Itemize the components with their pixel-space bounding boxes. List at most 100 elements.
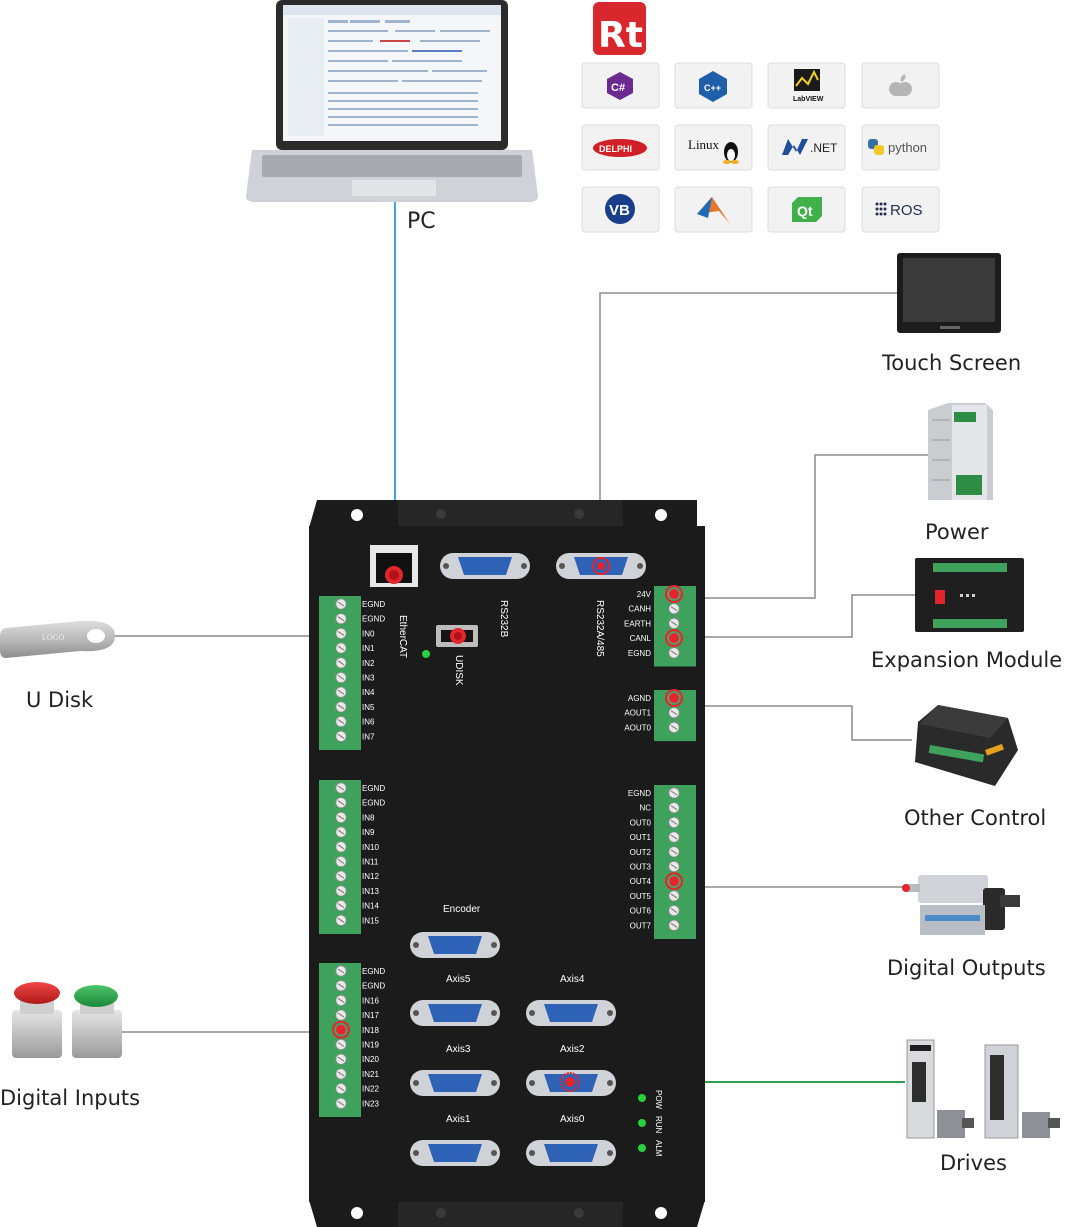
axis3-port [410, 1070, 500, 1096]
tile-vb: VB [581, 186, 660, 233]
terminal-screw-slot [670, 724, 678, 730]
terminal-screw-slot [337, 616, 345, 622]
terminal-screw-slot [337, 888, 345, 894]
terminal-screw-slot [670, 790, 678, 796]
connection-marker [665, 689, 683, 707]
terminal-screw-slot [670, 922, 678, 928]
terminal-screw-slot [670, 819, 678, 825]
terminal-label: IN22 [362, 1085, 379, 1094]
axis0-label: Axis0 [560, 1114, 585, 1125]
apple-icon [889, 74, 912, 96]
terminal-screw-slot [337, 645, 345, 651]
terminal-screw-slot [670, 805, 678, 811]
tile-labview: LabVIEW [767, 62, 846, 109]
wire-expansion [676, 594, 915, 638]
terminal-screw-slot [337, 800, 345, 806]
tile-python: python [861, 124, 940, 171]
terminal-label: EARTH [624, 619, 651, 628]
terminal-screw-slot [337, 660, 345, 666]
tile-dotnet-label: .NET [810, 141, 838, 155]
encoder-port [410, 932, 500, 958]
matlab-icon [697, 197, 730, 224]
tile-labview-label: LabVIEW [793, 96, 824, 103]
other-control-device [915, 705, 1018, 786]
terminal-screw-slot [670, 908, 678, 914]
terminal-screw-slot [337, 917, 345, 923]
terminal-screw-slot [337, 601, 345, 607]
controller: EtherCAT RS232B RS232A/485 UDISK EGNDEGN… [309, 500, 705, 1227]
other-control-label: Other Control [904, 806, 1046, 830]
drives-device [906, 1039, 1060, 1139]
terminal-label: IN12 [362, 872, 379, 881]
run-led [638, 1119, 646, 1127]
tile-qt: Qt [767, 186, 846, 233]
terminal-label: IN10 [362, 843, 379, 852]
usb-logo-engraving: LOGO [42, 633, 64, 642]
touch-screen-device [897, 253, 1001, 333]
tile-qt-label: Qt [797, 203, 813, 219]
run-label: RUN [654, 1116, 663, 1134]
terminal-label: IN11 [362, 858, 379, 867]
tile-vb-label: VB [609, 202, 630, 219]
terminal-label: IN14 [362, 902, 379, 911]
connection-marker-dot [669, 693, 679, 703]
terminal-label: EGND [362, 600, 385, 609]
terminal-label: OUT3 [630, 863, 652, 872]
axis0-port [526, 1140, 616, 1166]
axis4-label: Axis4 [560, 974, 585, 985]
connection-marker [560, 1072, 580, 1092]
terminal-label: AOUT0 [624, 723, 651, 732]
terminal-screw-slot [337, 829, 345, 835]
terminal-label: EGND [628, 649, 651, 658]
tile-cpp: C++ [674, 62, 753, 109]
terminal-screw-slot [337, 983, 345, 989]
terminal-label: IN23 [362, 1099, 379, 1108]
encoder-label: Encoder [443, 904, 481, 915]
terminal-label: OUT4 [630, 877, 652, 886]
alm-label: ALM [654, 1140, 663, 1157]
rt-logo-text: Rt [598, 15, 643, 56]
terminal-label: IN18 [362, 1026, 379, 1035]
terminal-label: IN20 [362, 1055, 379, 1064]
connection-marker [332, 1020, 350, 1039]
terminal-label: AGND [628, 694, 651, 703]
terminal-label: IN19 [362, 1041, 379, 1050]
wire-other-control [676, 705, 912, 741]
wire-power [676, 454, 930, 599]
python-icon [868, 139, 884, 155]
terminal-screw-slot [670, 650, 678, 656]
terminal-screw-slot [337, 704, 345, 710]
terminal-screw-slot [670, 893, 678, 899]
terminal-label: IN17 [362, 1011, 379, 1020]
terminal-label: EGND [362, 799, 385, 808]
axis2-label: Axis2 [560, 1044, 585, 1055]
terminal-label: EGND [628, 789, 651, 798]
tile-delphi: DELPHI [581, 124, 660, 171]
terminal-label: OUT1 [630, 833, 652, 842]
terminal-label: IN1 [362, 644, 375, 653]
terminal-label: IN3 [362, 674, 375, 683]
terminal-label: EGND [362, 982, 385, 991]
pow-led [638, 1094, 646, 1102]
terminal-label: IN16 [362, 996, 379, 1005]
terminal-label: IN4 [362, 688, 375, 697]
tile-matlab [674, 186, 753, 233]
status-leds: POW RUN ALM [638, 1090, 663, 1157]
terminal-label: IN13 [362, 887, 379, 896]
connection-marker-dot [669, 633, 679, 644]
pow-label: POW [654, 1090, 663, 1110]
udisk-label: UDISK [453, 655, 464, 686]
tile-ros-label: ROS [890, 202, 923, 219]
pc-label: PC [407, 209, 436, 234]
alm-led [638, 1144, 646, 1152]
terminal-label: IN5 [362, 703, 375, 712]
rs232a485-port [556, 553, 646, 579]
terminal-screw-slot [337, 1100, 345, 1106]
tile-cpp-label: C++ [704, 83, 721, 93]
digital-outputs-label: Digital Outputs [887, 956, 1046, 980]
terminal-screw-slot [670, 864, 678, 869]
